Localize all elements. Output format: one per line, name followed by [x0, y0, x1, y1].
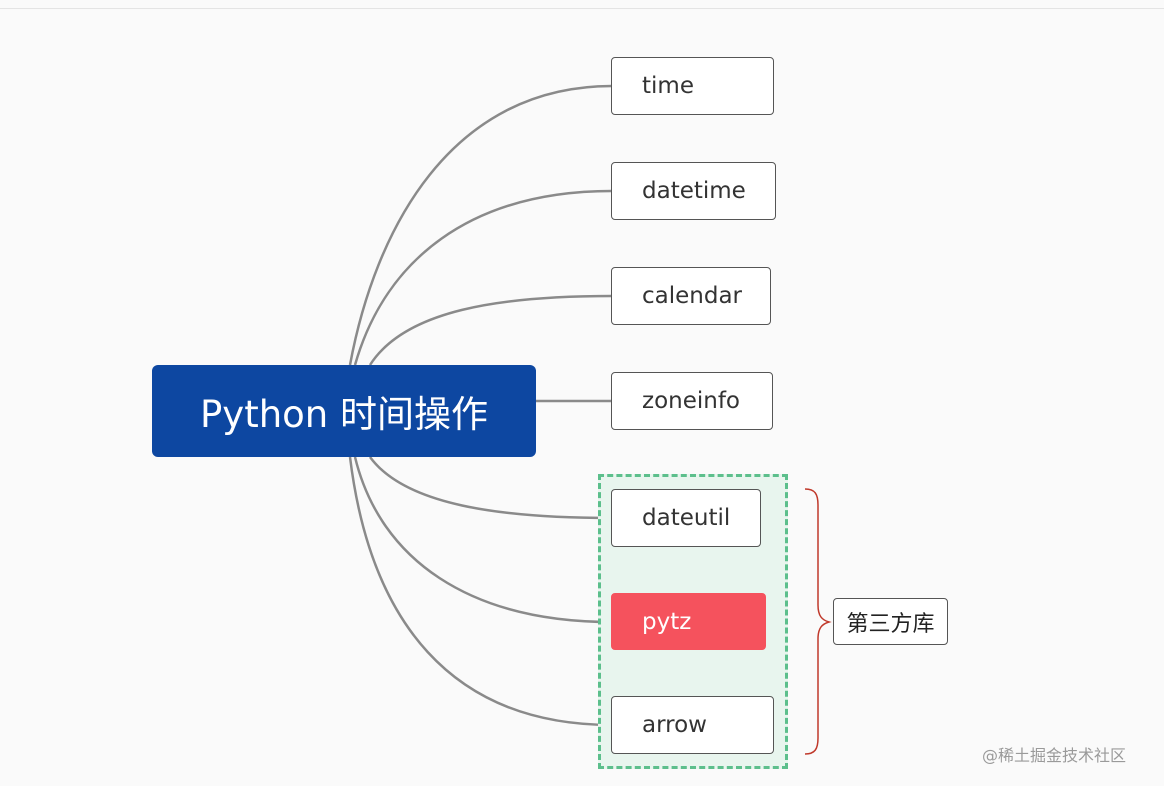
- connector-calendar: [368, 294, 613, 366]
- connector-dateutil: [368, 456, 613, 520]
- top-border: [0, 0, 1164, 9]
- root-node[interactable]: Python 时间操作: [152, 365, 536, 457]
- node-calendar[interactable]: calendar: [611, 267, 771, 325]
- connector-time: [348, 84, 613, 366]
- node-zoneinfo[interactable]: zoneinfo: [611, 372, 773, 430]
- connector-datetime: [353, 189, 613, 366]
- node-arrow[interactable]: arrow: [611, 696, 774, 754]
- connector-pytz: [353, 456, 613, 624]
- node-time[interactable]: time: [611, 57, 774, 115]
- watermark: @稀土掘金技术社区: [982, 746, 1127, 765]
- third-party-label[interactable]: 第三方库: [833, 598, 948, 645]
- node-datetime[interactable]: datetime: [611, 162, 776, 220]
- node-dateutil[interactable]: dateutil: [611, 489, 761, 547]
- node-pytz[interactable]: pytz: [611, 593, 766, 650]
- connector-arrow: [348, 456, 613, 727]
